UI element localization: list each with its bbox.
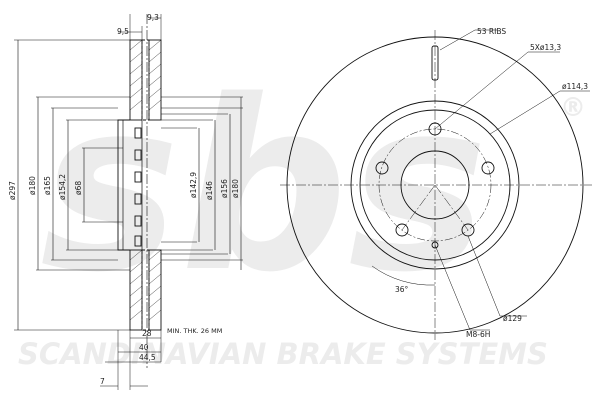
min-thickness-note: MIN. THK. 26 MM <box>167 327 222 335</box>
watermark-logo: sbs <box>40 51 488 324</box>
dim-d165: ø165 <box>43 176 52 195</box>
top-dimension-lines <box>118 14 162 40</box>
bolt-hole-5 <box>375 161 389 175</box>
bolt-holes-label: 5Xø13,3 <box>530 43 561 52</box>
bolt-hole-4 <box>395 223 409 237</box>
bolt-hole-2 <box>481 161 495 175</box>
friction-band-lower-right <box>148 249 162 331</box>
leader-lines <box>434 29 590 331</box>
front-view <box>280 29 592 340</box>
thread-circle-label: ø129 <box>503 314 522 323</box>
dim-d180-left: ø180 <box>28 176 37 195</box>
hub-slot-6 <box>134 235 142 247</box>
dim-overall-top: 9,3 <box>147 13 159 22</box>
angle-arc <box>371 265 436 286</box>
bottom-dimension-lines <box>100 330 162 390</box>
dim-outer-diameter: ø297 <box>8 181 17 200</box>
hub-slot-3 <box>134 171 142 183</box>
watermark-tagline: SCANDINAVIAN BRAKE SYSTEMS <box>18 337 548 371</box>
side-view <box>14 14 243 390</box>
dimension-lines <box>17 40 242 330</box>
dim-hat-top: 9,5 <box>117 27 129 36</box>
dim-d142: ø142,9 <box>189 172 198 198</box>
hat-outer <box>117 119 130 251</box>
watermark-registered-mark: ® <box>560 93 586 123</box>
front-view-labels: 53 RIBS 5Xø13,3 ø114,3 36° M8-6H ø129 <box>395 27 588 339</box>
ribs-label: 53 RIBS <box>477 27 506 36</box>
dim-44: 44,5 <box>139 353 156 362</box>
thread-label: M8-6H <box>466 330 490 339</box>
dim-thickness: 28 <box>142 329 152 338</box>
section-hatching <box>129 39 162 321</box>
angle-label: 36° <box>395 285 409 294</box>
hub-slot-5 <box>134 215 142 227</box>
dim-d180-right: ø180 <box>231 179 240 198</box>
extension-lines <box>14 39 243 331</box>
pcd-label: ø114,3 <box>562 82 588 91</box>
hub-slot-4 <box>134 193 142 205</box>
dim-40: 40 <box>139 343 149 352</box>
front-centerlines <box>280 30 592 340</box>
hub-slot-1 <box>134 127 142 139</box>
friction-band-lower <box>129 249 143 331</box>
dim-d156: ø156 <box>220 179 229 198</box>
friction-band-upper <box>129 39 143 121</box>
watermark: sbs ® SCANDINAVIAN BRAKE SYSTEMS <box>18 51 586 371</box>
dim-d146: ø146 <box>205 181 214 200</box>
dim-d68: ø68 <box>74 181 83 195</box>
dim-d154: ø154,2 <box>58 174 67 200</box>
dim-7: 7 <box>100 377 105 386</box>
side-view-labels: 9,3 9,5 ø297 ø180 ø165 ø154,2 ø68 ø142,9… <box>8 13 240 386</box>
friction-band-upper-right <box>148 39 162 121</box>
hub-slot-2 <box>134 149 142 161</box>
